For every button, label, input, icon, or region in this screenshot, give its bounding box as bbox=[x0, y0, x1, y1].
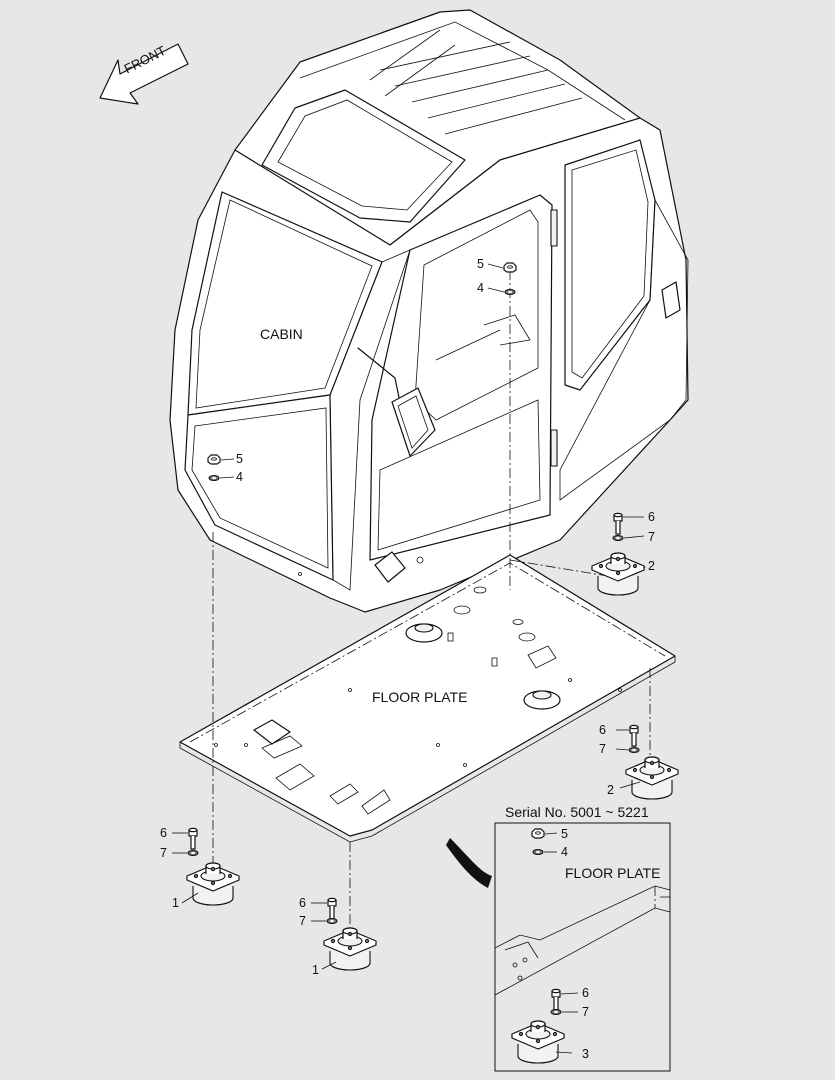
inset-title: Serial No. 5001 ~ 5221 bbox=[505, 804, 649, 820]
washer-part-7 bbox=[612, 535, 624, 541]
mount-part-2 bbox=[591, 552, 645, 596]
callout-rear-right-mount: 2 bbox=[648, 559, 655, 573]
callout-cabin-nut-left: 5 bbox=[236, 452, 243, 466]
callout-front-left-mount: 1 bbox=[172, 896, 179, 910]
callout-front-left-washer: 7 bbox=[160, 846, 167, 860]
callout-inset-mount: 3 bbox=[582, 1047, 589, 1061]
callout-front-center-bolt: 6 bbox=[299, 896, 306, 910]
callout-inset-bolt: 6 bbox=[582, 986, 589, 1000]
bolt-part-6 bbox=[327, 897, 337, 920]
floor-plate-drawing bbox=[179, 554, 676, 843]
mount-part-1 bbox=[186, 862, 240, 906]
callout-inset-washer: 4 bbox=[561, 845, 568, 859]
floor-plate-label: FLOOR PLATE bbox=[372, 689, 468, 705]
callout-inset-washer-lower: 7 bbox=[582, 1005, 589, 1019]
bolt-part-6 bbox=[188, 827, 198, 850]
callout-cabin-washer-left: 4 bbox=[236, 470, 243, 484]
callout-inset-nut: 5 bbox=[561, 827, 568, 841]
callout-cabin-nut-right: 5 bbox=[477, 257, 484, 271]
inset-panel bbox=[494, 822, 671, 1072]
callout-rear-right-bolt: 6 bbox=[648, 510, 655, 524]
inset-floor-plate-label: FLOOR PLATE bbox=[565, 865, 661, 881]
washer-part-7 bbox=[326, 918, 338, 924]
callout-right-mount: 2 bbox=[607, 783, 614, 797]
callout-right-bolt: 6 bbox=[599, 723, 606, 737]
bolt-part-6 bbox=[629, 724, 639, 747]
callout-right-washer: 7 bbox=[599, 742, 606, 756]
washer-part-4 bbox=[208, 475, 220, 481]
washer-part-4 bbox=[504, 289, 516, 295]
washer-part-7 bbox=[628, 747, 640, 753]
inset-pointer-arrow bbox=[446, 838, 492, 888]
cabin-drawing bbox=[169, 9, 689, 613]
cabin-label: CABIN bbox=[260, 326, 303, 342]
callout-cabin-washer-right: 4 bbox=[477, 281, 484, 295]
callout-front-center-washer: 7 bbox=[299, 914, 306, 928]
washer-part-7 bbox=[187, 850, 199, 856]
nut-part-5 bbox=[207, 454, 221, 465]
front-direction-arrow bbox=[99, 43, 189, 105]
callout-front-left-bolt: 6 bbox=[160, 826, 167, 840]
mount-part-2 bbox=[625, 756, 679, 800]
nut-part-5 bbox=[503, 262, 517, 273]
bolt-part-6 bbox=[613, 512, 623, 535]
leader-lines bbox=[172, 263, 646, 970]
callout-rear-right-washer: 7 bbox=[648, 530, 655, 544]
callout-front-center-mount: 1 bbox=[312, 963, 319, 977]
